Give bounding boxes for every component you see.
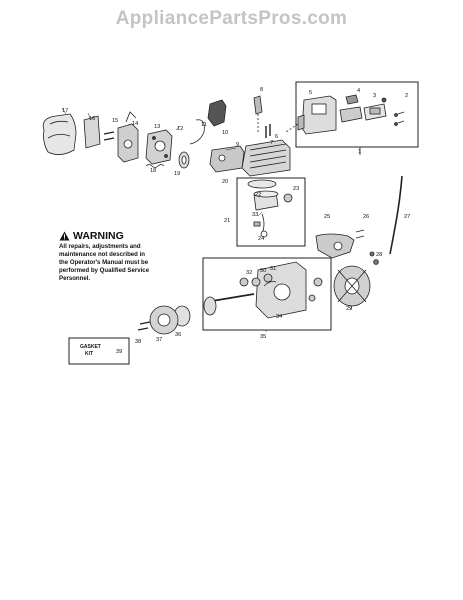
callout-31: 31 — [270, 266, 276, 272]
air-box — [301, 95, 337, 135]
callout-8: 8 — [260, 87, 263, 93]
callout-18: 18 — [150, 168, 156, 174]
callout-39: 39 — [116, 349, 122, 355]
callout-22: 22 — [255, 192, 261, 198]
callout-33: 33 — [252, 212, 258, 218]
callout-6: 6 — [275, 134, 278, 140]
callout-3: 3 — [373, 93, 376, 99]
callout-35: 35 — [260, 334, 266, 340]
callout-37: 37 — [156, 337, 162, 343]
callout-7: 7 — [270, 140, 273, 146]
callout-19: 19 — [174, 171, 180, 177]
filter-plate — [339, 106, 363, 123]
box-assembly-35 — [202, 257, 332, 331]
callout-16: 16 — [89, 116, 95, 122]
callout-20: 20 — [222, 179, 228, 185]
callout-4: 4 — [357, 88, 360, 94]
watermark: AppliancePartsPros.com — [115, 8, 348, 29]
warning-line: maintenance not described in — [59, 251, 146, 258]
callout-9: 9 — [236, 142, 239, 148]
warning-title: WARNING — [73, 230, 124, 242]
callout-36: 36 — [175, 332, 181, 338]
warning-line: Personnel. — [59, 275, 91, 282]
callout-15: 15 — [112, 118, 118, 124]
callout-2: 2 — [405, 93, 408, 99]
callout-21: 21 — [224, 218, 230, 224]
cylinder — [241, 139, 291, 177]
callout-23: 23 — [293, 186, 299, 192]
callout-numbers: 1 2 3 4 5 6 7 8 9 10 11 12 13 14 15 16 1… — [62, 87, 410, 345]
gasket-plate — [83, 115, 101, 149]
gasket-kit-box — [68, 337, 130, 365]
callout-27: 27 — [404, 214, 410, 220]
warning-line: All repairs, adjustments and — [59, 243, 141, 250]
ignition-module — [207, 99, 227, 127]
callout-10: 10 — [222, 130, 228, 136]
callout-32: 32 — [246, 270, 252, 276]
callout-5: 5 — [309, 90, 312, 96]
warning-block: WARNING All repairs, adjustments and mai… — [59, 230, 179, 283]
callout-30: 30 — [260, 268, 266, 274]
fuel-line — [389, 175, 403, 255]
callout-34: 34 — [276, 314, 282, 320]
callout-28: 28 — [376, 252, 382, 258]
box-assembly-21 — [236, 177, 306, 247]
callout-25: 25 — [324, 214, 330, 220]
callout-11: 11 — [201, 122, 207, 128]
warning-triangle-icon — [59, 231, 70, 241]
callout-14: 14 — [132, 121, 138, 127]
throttle-cable — [189, 119, 205, 145]
gasket-kit-label-2: KIT — [85, 351, 93, 357]
spark-plug — [253, 95, 263, 115]
callout-29: 29 — [346, 306, 352, 312]
warning-line: performed by Qualified Service — [59, 267, 150, 274]
gasket-kit-label-1: GASKET — [80, 344, 101, 350]
box-assembly-1 — [295, 81, 419, 148]
warning-text: All repairs, adjustments and maintenance… — [59, 243, 179, 283]
callout-24: 24 — [258, 236, 264, 242]
callout-26: 26 — [363, 214, 369, 220]
callout-38: 38 — [135, 339, 141, 345]
callout-17: 17 — [62, 108, 68, 114]
callout-1: 1 — [358, 149, 361, 155]
spring — [145, 164, 165, 168]
warning-line: the Operator's Manual must be — [59, 259, 149, 266]
callout-12: 12 — [177, 126, 183, 132]
muffler — [209, 145, 245, 173]
callout-13: 13 — [154, 124, 160, 130]
